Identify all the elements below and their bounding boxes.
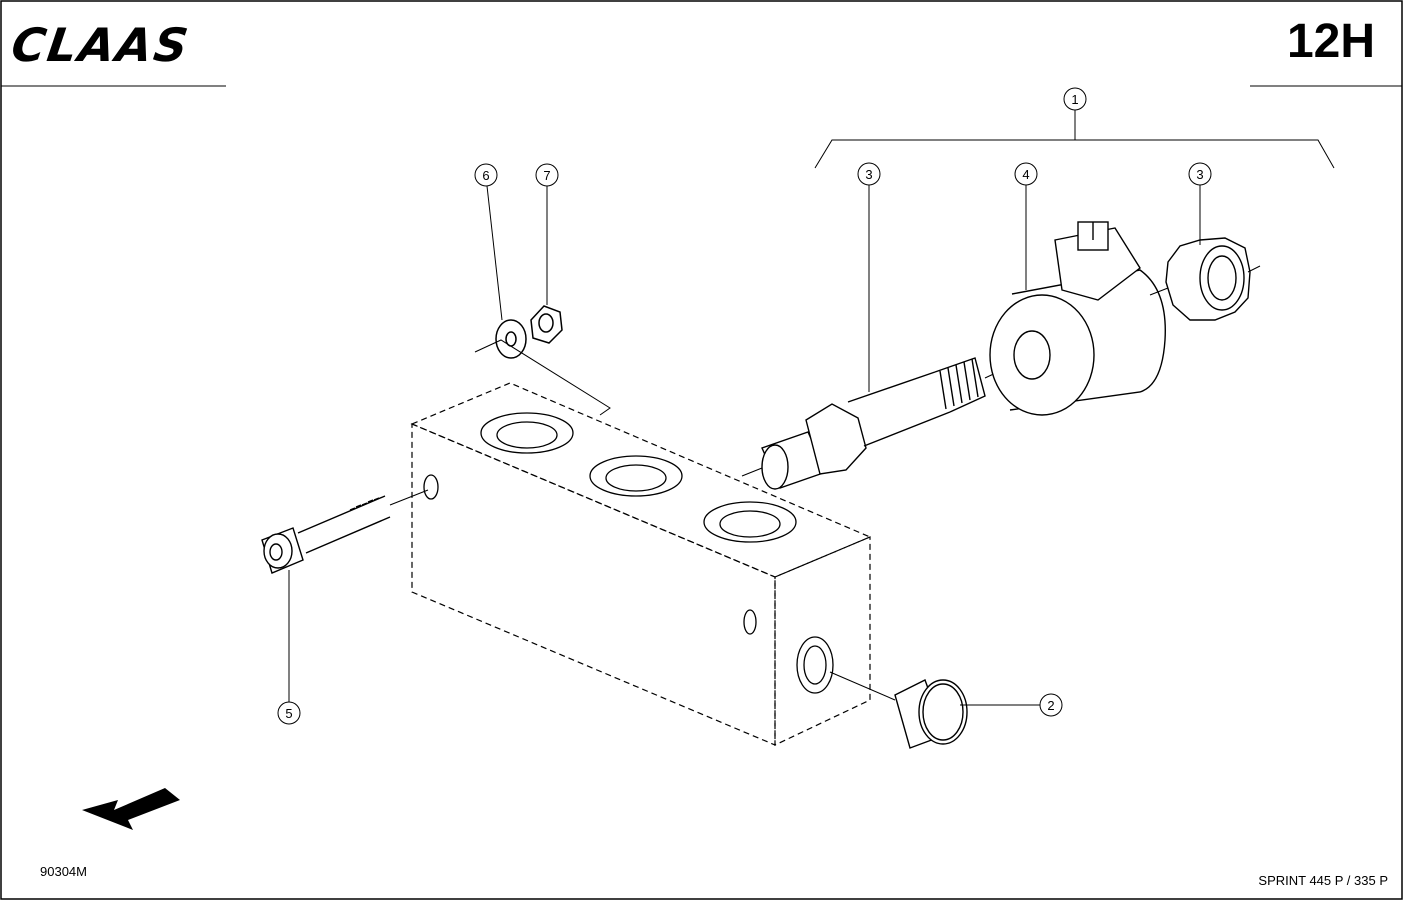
svg-text:7: 7 — [543, 168, 550, 183]
svg-text:3: 3 — [1196, 167, 1203, 182]
knurled-axis-line — [1247, 265, 1261, 273]
svg-text:4: 4 — [1022, 167, 1029, 182]
callout-4: 4 — [1014, 162, 1038, 186]
callout-3a: 3 — [857, 162, 881, 186]
callout-5: 5 — [277, 701, 301, 725]
svg-text:6: 6 — [482, 168, 489, 183]
svg-text:2: 2 — [1047, 698, 1054, 713]
callout-1: 1 — [1063, 87, 1087, 111]
model-designation: SPRINT 445 P / 335 P — [1258, 873, 1388, 888]
svg-text:5: 5 — [285, 706, 292, 721]
callout-3b: 3 — [1188, 162, 1212, 186]
drawing-number: 90304M — [40, 864, 87, 879]
nut-part — [530, 305, 563, 344]
plug-part — [894, 679, 968, 749]
cap-screw-part — [261, 495, 391, 574]
plug-axis-line — [829, 671, 896, 701]
valve-block — [410, 382, 872, 746]
leader-lines — [288, 110, 1335, 706]
coil-axis-line — [1149, 287, 1169, 296]
travel-direction-arrow-icon — [82, 788, 180, 830]
callout-7: 7 — [535, 163, 559, 187]
solenoid-cartridge-part — [761, 357, 986, 490]
washer-assembly-guide — [474, 339, 611, 416]
solenoid-coil-part — [989, 221, 1166, 416]
svg-text:3: 3 — [865, 167, 872, 182]
sheet-code: 12H — [1286, 15, 1375, 68]
svg-text:1: 1 — [1071, 92, 1078, 107]
screw-axis-line — [389, 489, 429, 506]
callout-2: 2 — [1039, 693, 1063, 717]
callout-6: 6 — [474, 163, 498, 187]
knurled-nut-part — [1165, 237, 1251, 321]
block-ports — [423, 412, 834, 694]
cartridge-axis-line — [741, 467, 763, 477]
